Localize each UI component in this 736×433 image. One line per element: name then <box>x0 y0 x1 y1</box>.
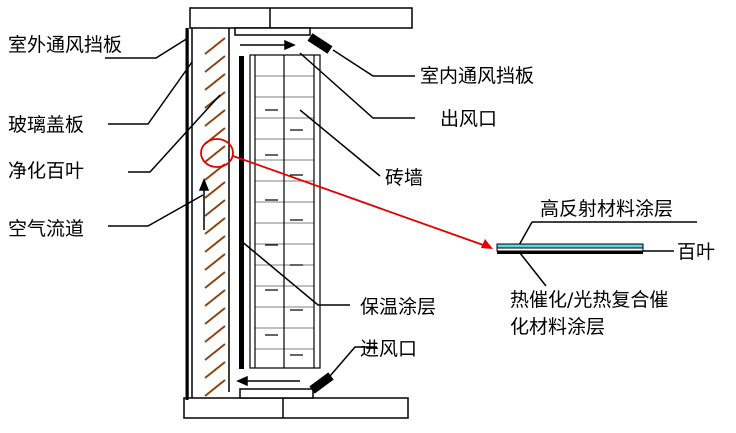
purify-louver-hatch <box>204 37 226 397</box>
label-brick-wall: 砖墙 <box>385 167 423 189</box>
detail-callout <box>200 138 487 247</box>
insulation-coating <box>239 56 244 369</box>
high-reflect-layer <box>496 243 644 249</box>
louver-slat <box>204 307 226 325</box>
label-high-reflect: 高反射材料涂层 <box>540 198 673 220</box>
airflow-arrows <box>198 39 300 387</box>
label-purify-louver: 净化百叶 <box>8 160 84 182</box>
louver-slat <box>204 199 226 217</box>
label-outlet: 出风口 <box>440 108 497 130</box>
top-cap <box>189 7 413 36</box>
louver-slat <box>204 235 226 253</box>
bottom-cap <box>183 388 409 419</box>
louver-slat <box>204 343 226 361</box>
louver-slat <box>204 325 226 343</box>
louver-slat <box>204 73 226 91</box>
louver-slat <box>204 109 226 127</box>
glass-cover <box>185 28 193 400</box>
leader-lines <box>105 37 697 377</box>
louver-slat <box>204 217 226 235</box>
louver-slat <box>204 289 226 307</box>
label-glass-cover: 玻璃盖板 <box>8 114 84 136</box>
label-outer-damper: 室外通风挡板 <box>8 34 122 56</box>
louver-slat <box>204 181 226 199</box>
label-air-channel: 空气流道 <box>8 218 84 240</box>
louver-slat <box>204 253 226 271</box>
brick-wall <box>249 54 321 369</box>
label-inner-damper: 室内通风挡板 <box>420 65 534 87</box>
catalyst-layer <box>497 251 643 254</box>
label-inlet: 进风口 <box>360 338 417 360</box>
label-insulation: 保温涂层 <box>360 296 436 318</box>
louver-slat <box>204 37 226 55</box>
label-catalyst-line1: 热催化/光热复合催 <box>510 289 668 311</box>
louver-slat <box>204 145 226 163</box>
louver-slat <box>204 271 226 289</box>
louver-slat <box>204 55 226 73</box>
inlet-damper <box>309 372 334 394</box>
louver-layer <box>496 247 644 252</box>
callout-arrowhead <box>481 239 493 249</box>
louver-slat <box>204 361 226 379</box>
inner-damper <box>307 33 333 54</box>
brick-courses <box>255 55 314 368</box>
label-louver: 百叶 <box>677 241 715 263</box>
label-catalyst-line2: 化材料涂层 <box>510 316 605 338</box>
louver-slat <box>204 379 226 397</box>
